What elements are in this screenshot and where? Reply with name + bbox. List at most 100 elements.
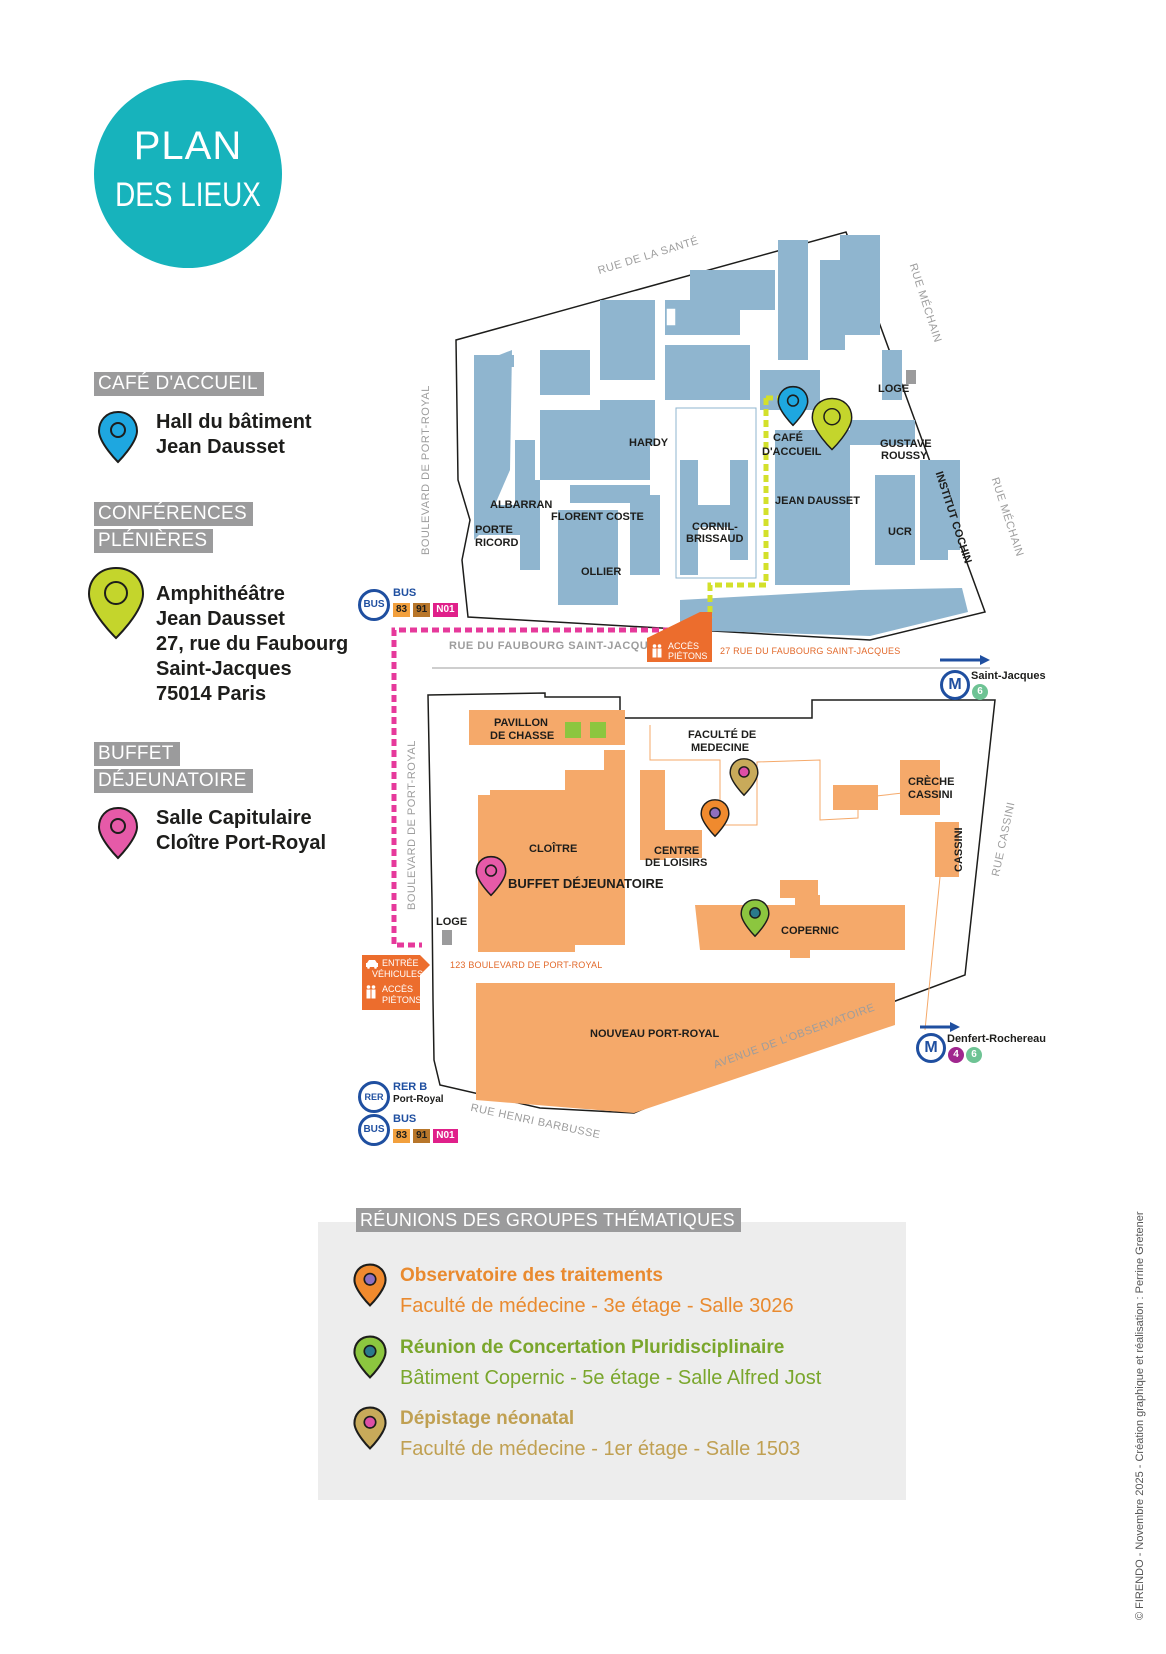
- cafe-line-1: Hall du bâtiment: [156, 411, 312, 433]
- access-vehicules-2: VÉHICULES: [372, 969, 424, 979]
- label-faculte-2: MEDECINE: [691, 742, 750, 754]
- label-ollier: OLLIER: [581, 566, 622, 578]
- tag-buffet-2: DÉJEUNATOIRE: [94, 769, 253, 793]
- tag-pleniere-1: CONFÉRENCES: [94, 502, 253, 526]
- bus-icon: BUS: [358, 1114, 390, 1146]
- street-faubourg: RUE DU FAUBOURG SAINT-JACQUES: [449, 640, 664, 652]
- bus-icon: BUS: [358, 589, 390, 621]
- label-porte-2: RICORD: [475, 537, 519, 549]
- metro-icon: M: [916, 1033, 946, 1063]
- cafe-pin-icon: [97, 410, 139, 464]
- south-buildings: [469, 710, 959, 1113]
- bus-line-chip: N01: [433, 1129, 458, 1143]
- map-pin-buffet-icon[interactable]: [474, 855, 508, 897]
- bus-line-chip: 83: [393, 1129, 411, 1143]
- label-cloitre: CLOÎTRE: [529, 843, 578, 855]
- map-pin-amphitheatre-icon[interactable]: [810, 397, 854, 451]
- metro-denfert-station: Denfert-Rochereau: [947, 1033, 1047, 1045]
- map-pin-depistage-icon[interactable]: [728, 757, 760, 797]
- pleniere-line: 27, rue du Faubourg: [156, 633, 349, 655]
- group-title-observatoire: Observatoire des traitements: [400, 1265, 663, 1286]
- group-subtitle-rcp: Bâtiment Copernic - 5e étage - Salle Alf…: [400, 1367, 822, 1389]
- pleniere-pin-icon: [87, 566, 145, 640]
- label-cafe-1: CAFÉ: [773, 432, 803, 444]
- bus-line-chip: 83: [393, 603, 411, 617]
- label-hardy: HARDY: [629, 437, 669, 449]
- group-title-depistage: Dépistage néonatal: [400, 1408, 575, 1429]
- label-faculte-1: FACULTÉ DE: [688, 729, 757, 741]
- buffet-line-2: Cloître Port-Royal: [156, 832, 327, 854]
- access-pietons2-2: PIÉTONS: [382, 995, 422, 1005]
- route-pink: [391, 627, 692, 948]
- credit-text: © FIRENDO - Novembre 2025 - Création gra…: [1134, 1211, 1146, 1620]
- group-pin-observatoire-icon: [353, 1263, 387, 1307]
- access-pietons-faubourg: ACCÈS PIÉTONS: [648, 640, 708, 662]
- map-pin-rcp-icon[interactable]: [739, 898, 771, 938]
- pedestrian-icon: [366, 985, 376, 999]
- group-subtitle-depistage: Faculté de médecine - 1er étage - Salle …: [400, 1438, 801, 1460]
- metro-saint-jacques-station: Saint-Jacques: [971, 670, 1046, 682]
- label-jean-dausset: JEAN DAUSSET: [775, 495, 860, 507]
- access-pietons-1: ACCÈS: [668, 641, 700, 651]
- metro-line-6: 6: [966, 1047, 982, 1063]
- pleniere-line: 75014 Paris: [156, 683, 267, 705]
- bus-line-chip: 91: [413, 1129, 431, 1143]
- south-loge-marker: [442, 930, 452, 945]
- bus-top-label: BUS: [393, 587, 417, 599]
- north-loge-marker: [906, 370, 916, 384]
- tag-buffet-1: BUFFET: [94, 742, 180, 766]
- pedestrian-icon: [652, 644, 662, 658]
- tag-cafe: CAFÉ D'ACCUEIL: [94, 372, 264, 396]
- address-port-royal: 123 BOULEVARD DE PORT-ROYAL: [450, 960, 603, 970]
- label-loge-north: LOGE: [878, 383, 910, 395]
- title-line-1: PLAN: [133, 124, 243, 168]
- bus-line-chip: N01: [433, 603, 458, 617]
- buffet-pin-icon: [97, 806, 139, 860]
- rer-icon: RER: [358, 1081, 390, 1113]
- label-albarran: ALBARRAN: [490, 499, 553, 511]
- title-line-2: DES LIEUX: [115, 176, 261, 214]
- metro-icon: M: [940, 670, 970, 700]
- access-vehicules-1: ENTRÉE: [382, 958, 419, 968]
- group-pin-depistage-icon: [353, 1406, 387, 1450]
- label-pavillon-2: DE CHASSE: [490, 730, 555, 742]
- label-buffet: BUFFET DÉJEUNATOIRE: [508, 876, 664, 891]
- label-centre-1: CENTRE: [654, 845, 700, 857]
- street-bd-port-royal-bottom: BOULEVARD DE PORT-ROYAL: [406, 740, 418, 910]
- map-pin-cafe-icon[interactable]: [776, 385, 810, 427]
- label-creche-1: CRÈCHE: [908, 776, 955, 788]
- pleniere-line: Amphithéâtre: [156, 583, 285, 605]
- label-copernic: COPERNIC: [781, 925, 840, 937]
- route-yellow: [707, 398, 769, 618]
- label-creche-2: CASSINI: [908, 789, 953, 801]
- label-ucr: UCR: [888, 526, 912, 538]
- label-cornil-2: BRISSAUD: [686, 533, 744, 545]
- label-pavillon-1: PAVILLON: [494, 717, 548, 729]
- rer-label: RER B: [393, 1081, 428, 1093]
- tag-groups: RÉUNIONS DES GROUPES THÉMATIQUES: [356, 1208, 741, 1232]
- label-florent-coste: FLORENT COSTE: [551, 511, 644, 523]
- bus-line-chip: 91: [413, 603, 431, 617]
- map-pin-observatoire-icon[interactable]: [699, 798, 731, 838]
- tag-pleniere-2: PLÉNIÈRES: [94, 529, 214, 553]
- buffet-line-1: Salle Capitulaire: [156, 807, 312, 829]
- metro-line-6: 6: [972, 684, 988, 700]
- label-gustave-2: ROUSSY: [881, 450, 928, 462]
- street-bd-port-royal-top: BOULEVARD DE PORT-ROYAL: [420, 385, 432, 555]
- group-title-rcp: Réunion de Concertation Pluridisciplinai…: [400, 1337, 785, 1358]
- access-vehicules-box: ENTRÉE VÉHICULES ACCÈS PIÉTONS: [362, 955, 424, 1010]
- cafe-line-2: Jean Dausset: [156, 436, 285, 458]
- label-porte-1: PORTE: [475, 524, 513, 536]
- groups-legend-box: [318, 1222, 906, 1500]
- access-pietons-2: PIÉTONS: [668, 651, 708, 661]
- label-gustave-1: GUSTAVE: [880, 438, 932, 450]
- group-subtitle-observatoire: Faculté de médecine - 3e étage - Salle 3…: [400, 1295, 794, 1317]
- car-icon: [366, 960, 378, 969]
- bus-bottom-label: BUS: [393, 1113, 417, 1125]
- access-pietons2-1: ACCÈS: [382, 984, 414, 994]
- address-faubourg: 27 RUE DU FAUBOURG SAINT-JACQUES: [720, 646, 901, 656]
- label-cornil-1: CORNIL-: [692, 521, 738, 533]
- metro-line-4: 4: [948, 1047, 964, 1063]
